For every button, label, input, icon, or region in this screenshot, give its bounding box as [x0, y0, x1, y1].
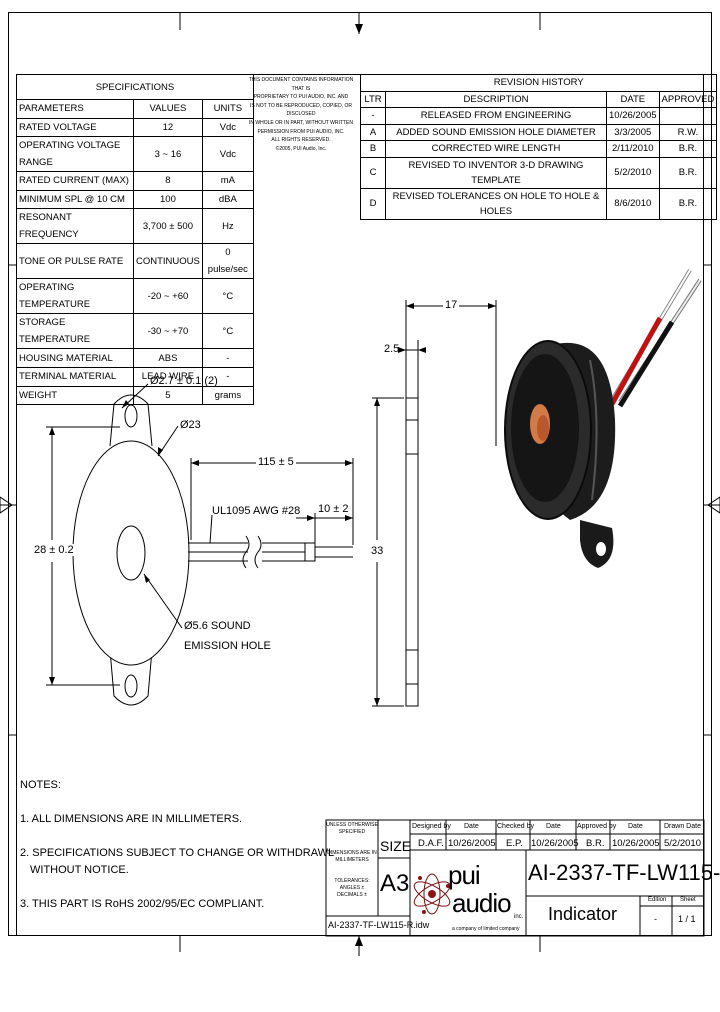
spec-row: STORAGE TEMPERATURE-30 ~ +70°C: [16, 313, 254, 350]
file-name: AI-2337-TF-LW115-R.idw: [328, 920, 430, 930]
logo-audio: audio: [452, 888, 512, 918]
sheet-label: Sheet: [680, 897, 696, 903]
wire-length-label: 115 ± 5: [256, 456, 296, 468]
revision-history-table: REVISION HISTORY LTR DESCRIPTION DATE AP…: [359, 74, 718, 220]
sheet-value: 1 / 1: [678, 914, 696, 924]
part-number: AI-2337-TF-LW115-R: [528, 860, 720, 885]
size-value: A3: [380, 870, 410, 897]
diameter-label: Ø23: [180, 419, 201, 431]
part-description: Indicator: [548, 904, 618, 924]
height-dimension-label: 17: [443, 299, 460, 311]
edition-value: -: [654, 914, 657, 924]
proprietary-notice: THIS DOCUMENT CONTAINS INFORMATION THAT …: [248, 77, 354, 152]
logo-inc: inc.: [514, 914, 524, 920]
strip-length-label: 10 ± 2: [318, 503, 349, 515]
logo-tagline: a company of limited company: [452, 926, 520, 932]
specifications-table: SPECIFICATIONS PARAMETERS VALUES UNITS R…: [16, 74, 254, 406]
hole-dimension-label: Ø2.7 ± 0.1 (2): [150, 375, 218, 387]
flange-dimension-label: 2.5: [384, 343, 400, 355]
note-2b: WITHOUT NOTICE.: [30, 864, 129, 876]
pui-audio-logo: [413, 873, 451, 915]
note-3: 3. THIS PART IS RoHS 2002/95/EC COMPLIAN…: [20, 898, 265, 910]
note-2a: 2. SPECIFICATIONS SUBJECT TO CHANGE OR W…: [20, 847, 335, 859]
note-1: 1. ALL DIMENSIONS ARE IN MILLIMETERS.: [20, 813, 243, 825]
width-dimension-label: 33: [371, 545, 384, 557]
spec-title: SPECIFICATIONS: [16, 74, 254, 100]
sound-hole-label-2: EMISSION HOLE: [184, 640, 271, 652]
notes-title: NOTES:: [20, 779, 61, 791]
edition-label: Edition: [648, 897, 667, 903]
sound-hole-label-1: Ø5.6 SOUND: [184, 620, 251, 632]
hole-spacing-label: 28 ± 0.2: [34, 544, 74, 556]
wire-spec-label: UL1095 AWG #28: [212, 505, 301, 517]
size-label: SIZE: [380, 838, 412, 854]
tolerance-notes: UNLESS OTHERWISE SPECIFIED DIMENSIONS AR…: [326, 822, 378, 898]
spec-row: OPERATING TEMPERATURE-20 ~ +60°C: [16, 278, 254, 315]
logo-pui: pui: [448, 860, 481, 890]
